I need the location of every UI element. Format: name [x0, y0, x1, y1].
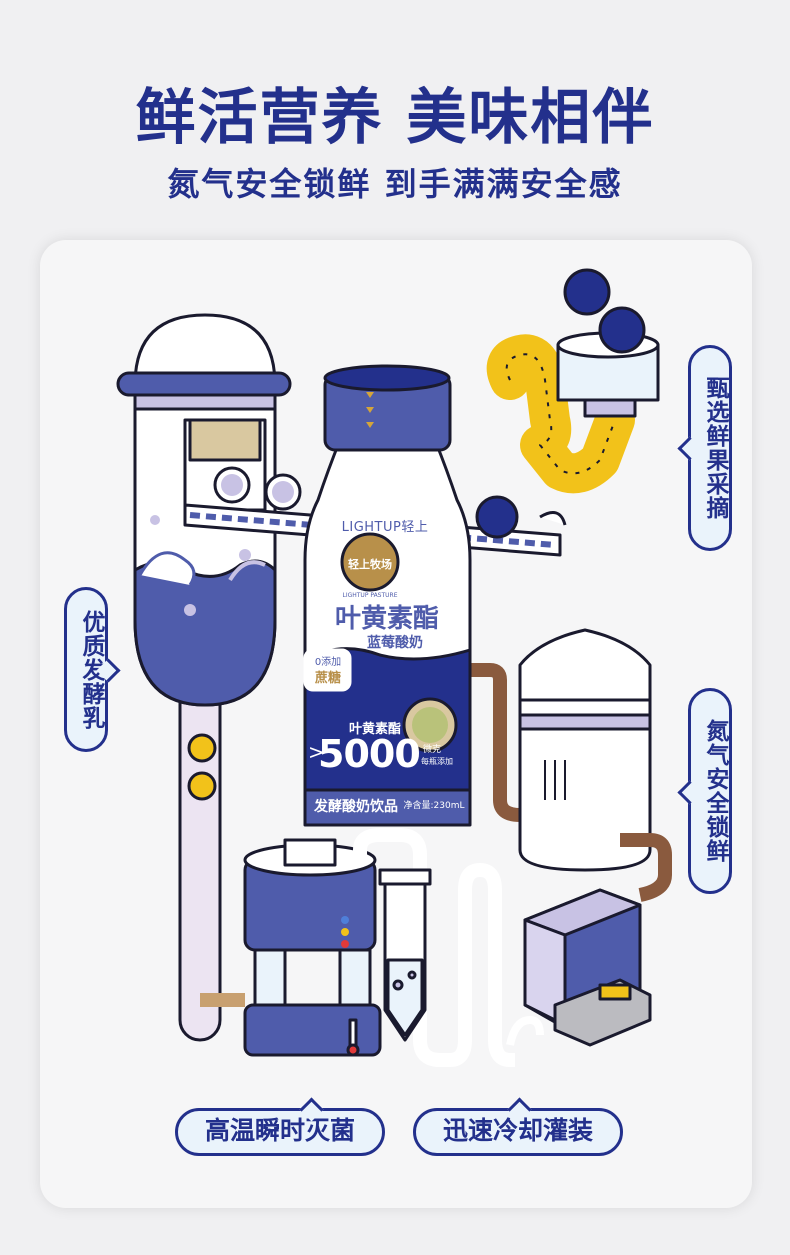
step-sterilize-label: 高温瞬时灭菌 [175, 1108, 385, 1156]
bottle-product-name: 叶黄素酯 [334, 604, 439, 634]
fermentation-tank [116, 313, 292, 1042]
fruit-hopper [486, 268, 660, 494]
step-sterilize-text: 高温瞬时灭菌 [204, 1116, 355, 1145]
dose-number: 5000 [318, 732, 421, 776]
step-fruit-pick-text: 甄选鲜果采摘 [702, 376, 728, 520]
cooling-unit [353, 828, 652, 1067]
bottle-logo-subtext: LIGHTUP PASTURE [342, 592, 398, 599]
no-sugar-badge-top: 0添加 [314, 657, 342, 668]
step-fermentation-label: 优质发酵乳 [64, 587, 108, 752]
bottle-brand: LIGHTUP轻上 [341, 520, 429, 535]
bottle-logo-text: 轻上牧场 [348, 558, 392, 571]
dose-prefix: > [308, 740, 325, 764]
page-subtitle: 氮气安全锁鲜 到手满满安全感 [167, 165, 623, 203]
dose-unit-1: 微克 [422, 745, 441, 755]
step-nitrogen-text: 氮气安全锁鲜 [702, 719, 728, 863]
yogurt-bottle [303, 364, 472, 827]
nitrogen-tank [470, 628, 672, 902]
page-title: 鲜活营养 美味相伴 [135, 83, 655, 153]
bottle-category: 发酵酸奶饮品 [314, 799, 398, 815]
bottle-flavor: 蓝莓酸奶 [367, 635, 423, 651]
sterilizer [200, 838, 382, 1057]
dose-unit-2: 每瓶添加 [421, 757, 453, 766]
no-sugar-badge-bottom: 蔗糖 [314, 671, 341, 686]
bottle-volume: 净含量:230mL [403, 801, 465, 811]
lutein-label: 叶黄素酯 [348, 722, 401, 737]
